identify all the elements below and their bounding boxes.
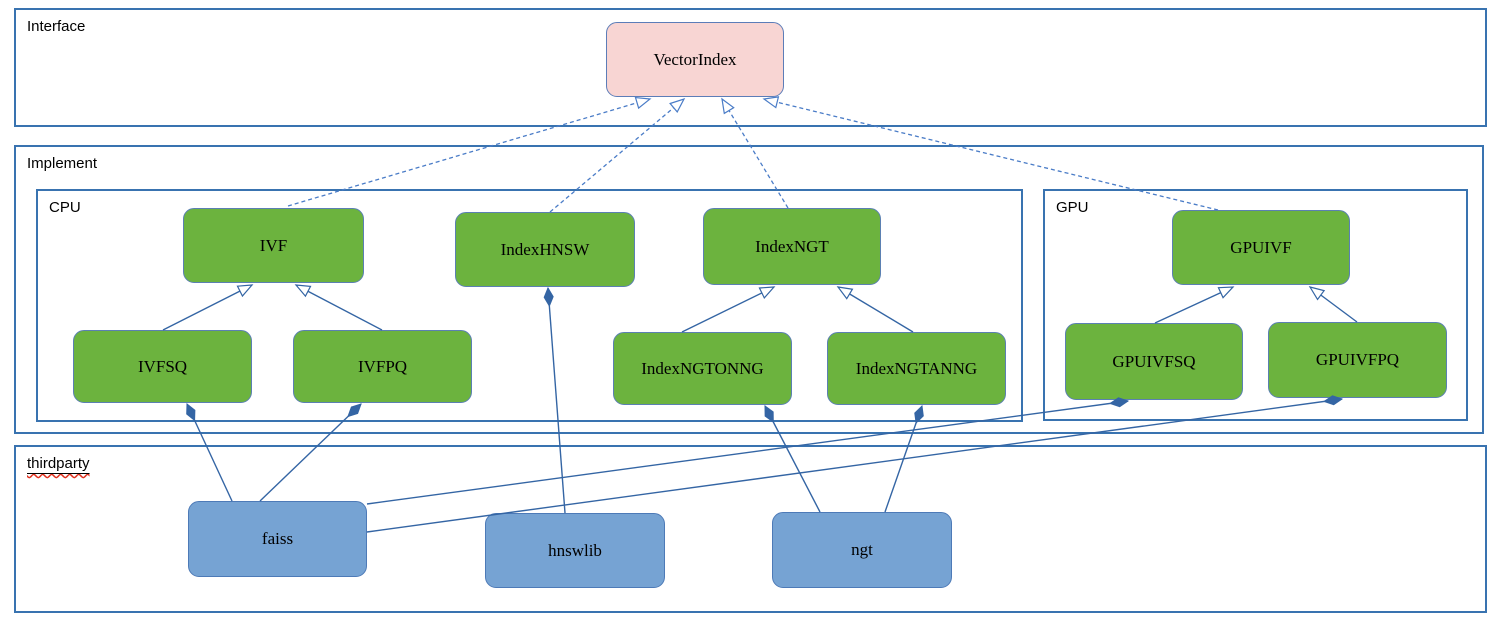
node-faiss[interactable]: faiss (188, 501, 367, 577)
node-indexhnsw-label: IndexHNSW (500, 239, 590, 259)
node-faiss-label: faiss (261, 529, 294, 548)
node-gpuivfsq[interactable]: GPUIVFSQ (1065, 323, 1243, 400)
node-ivfsq[interactable]: IVFSQ (73, 330, 252, 403)
container-implement-label: Implement (27, 155, 98, 172)
container-cpu-label: CPU (49, 199, 81, 216)
node-indexngtanng-label: IndexNGTANNG (855, 358, 978, 378)
node-gpuivfpq[interactable]: GPUIVFPQ (1268, 322, 1447, 398)
node-vectorindex[interactable]: VectorIndex (606, 22, 784, 97)
node-indexhnsw[interactable]: IndexHNSW (455, 212, 635, 287)
node-ngt[interactable]: ngt (772, 512, 952, 588)
node-gpuivf[interactable]: GPUIVF (1172, 210, 1350, 285)
node-gpuivfsq-label: GPUIVFSQ (1112, 351, 1196, 371)
container-interface-label: Interface (27, 18, 86, 35)
node-hnswlib[interactable]: hnswlib (485, 513, 665, 588)
node-hnswlib-label: hnswlib (548, 540, 602, 560)
node-ngt-label: ngt (851, 540, 873, 559)
node-gpuivfpq-label: GPUIVFPQ (1315, 350, 1400, 369)
node-indexngtonng[interactable]: IndexNGTONNG (613, 332, 792, 405)
node-indexngt[interactable]: IndexNGT (703, 208, 881, 285)
node-ivf[interactable]: IVF (183, 208, 364, 283)
node-indexngtonng-label: IndexNGTONNG (641, 358, 764, 378)
node-indexngtanng[interactable]: IndexNGTANNG (827, 332, 1006, 405)
node-ivfpq-label: IVFPQ (357, 356, 408, 376)
node-vectorindex-label: VectorIndex (653, 49, 737, 69)
node-ivfpq[interactable]: IVFPQ (293, 330, 472, 403)
container-thirdparty-label: thirdparty (27, 455, 90, 472)
node-gpuivf-label: GPUIVF (1230, 237, 1292, 257)
container-gpu-label: GPU (1056, 199, 1089, 216)
node-indexngt-label: IndexNGT (755, 236, 829, 256)
node-ivfsq-label: IVFSQ (137, 356, 188, 376)
node-ivf-label: IVF (259, 235, 288, 255)
